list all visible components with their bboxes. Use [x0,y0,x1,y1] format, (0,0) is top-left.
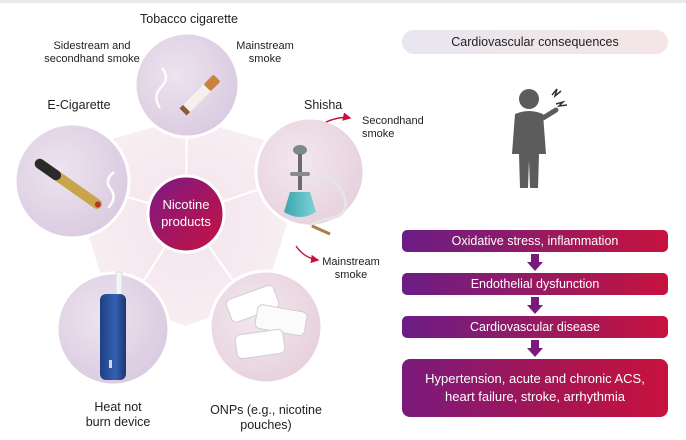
mainstream-smoke-arrow [295,245,320,264]
tobacco-mainstream-smoke-label-line-1: Mainstream [236,40,294,52]
sidestream-smoke-label: Sidestream and secondhand smoke [40,40,144,66]
tobacco-mainstream-smoke-label-line-2: smoke [248,53,282,65]
heat-not-burn-label-line-2: burn device [85,415,151,429]
cardiovascular-consequences-header: Cardiovascular consequences [402,30,668,54]
tobacco-circle [133,31,241,139]
shisha-label: Shisha [304,98,343,112]
tobacco-cigarette-label: Tobacco cigarette [140,12,238,26]
heat-not-burn-device-icon [100,271,126,380]
hookah-icon [284,145,347,236]
heat-not-burn-label-line-1: Heat not [94,400,142,414]
shisha-circle [254,116,366,236]
shisha-secondhand-smoke-label: Secondhand smoke [362,115,428,141]
sidestream-smoke-label-line-2: secondhand smoke [44,53,140,65]
shisha-mainstream-smoke-label: Mainstream smoke [318,256,384,282]
sick-person-icon [512,88,568,188]
e-cigarette-icon [34,158,115,209]
onp-label: ONPs (e.g., nicotine pouches) [206,403,326,433]
down-arrow-icon [527,297,543,314]
step-endothelial-dysfunction: Endothelial dysfunction [402,273,668,295]
heat-not-burn-circle [55,271,171,387]
e-cigarette-circle [13,122,131,240]
step-cardiovascular-disease: Cardiovascular disease [402,316,668,338]
onp-label-line-1: ONPs (e.g., nicotine [210,403,322,417]
outcome-line-1: Hypertension, acute and chronic ACS, [425,371,645,386]
shisha-secondhand-smoke-label-line-2: smoke [362,128,395,140]
tobacco-mainstream-smoke-label: Mainstream smoke [232,40,298,66]
sidestream-smoke-label-line-1: Sidestream and [53,40,131,52]
step-oxidative-stress: Oxidative stress, inflammation [402,230,668,252]
outcome-line-2: heart failure, stroke, arrhythmia [445,389,625,404]
cigarette-icon [155,67,220,116]
center-label-line-2: products [161,214,211,229]
heat-not-burn-label: Heat not burn device [80,400,156,430]
nicotine-pouches-icon [225,284,308,360]
onp-label-line-2: pouches) [240,418,292,432]
shisha-mainstream-smoke-label-line-1: Mainstream [322,256,380,268]
shisha-mainstream-smoke-label-line-2: smoke [334,269,368,281]
outcome-conditions-box: Hypertension, acute and chronic ACS, hea… [402,359,668,417]
top-rule [0,0,686,3]
nicotine-products-center: Nicotine products [146,174,226,254]
center-label-line-1: Nicotine [163,197,210,212]
down-arrow-icon [527,254,543,271]
shisha-secondhand-smoke-label-line-1: Secondhand [362,115,424,127]
e-cigarette-label: E-Cigarette [47,98,111,112]
secondhand-smoke-arrow [325,112,352,123]
down-arrow-icon [527,340,543,357]
onp-circle [208,269,324,385]
